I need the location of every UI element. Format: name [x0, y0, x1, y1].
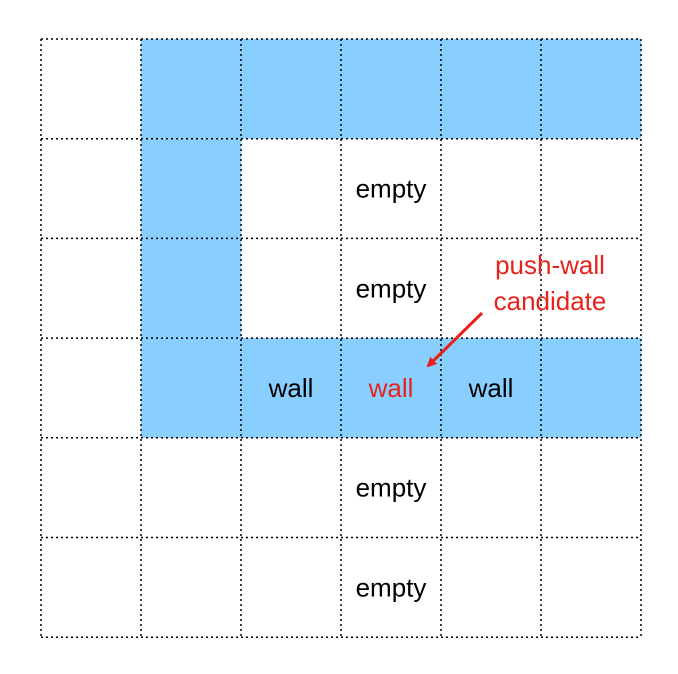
annotation-line-1: push-wall [495, 250, 605, 280]
push-wall-annotation: push-wall candidate [426, 250, 607, 368]
annotation-line-2: candidate [494, 286, 607, 316]
wall-cell [441, 39, 541, 139]
wall-cell [441, 338, 541, 438]
wall-cell [141, 338, 241, 438]
cell-label-wall: wall [368, 373, 414, 403]
cell-labels: empty empty wall wall wall empty empty [268, 174, 514, 603]
wall-cell [341, 338, 441, 438]
wall-cell [241, 338, 341, 438]
wall-cell [241, 39, 341, 139]
cell-label-empty: empty [356, 572, 427, 602]
wall-cell [541, 338, 641, 438]
wall-cell [541, 39, 641, 139]
annotation-arrow [426, 311, 484, 368]
cell-label-empty: empty [356, 174, 427, 204]
wall-cell [341, 39, 441, 139]
wall-cell [141, 238, 241, 339]
wall-fills [141, 39, 641, 438]
grid-lines [40, 38, 642, 638]
cell-label-empty: empty [356, 273, 427, 303]
cell-label-wall: wall [268, 373, 314, 403]
cell-label-empty: empty [356, 473, 427, 503]
wall-cell [141, 39, 241, 139]
wall-cell [141, 138, 241, 239]
cell-label-wall: wall [468, 373, 514, 403]
